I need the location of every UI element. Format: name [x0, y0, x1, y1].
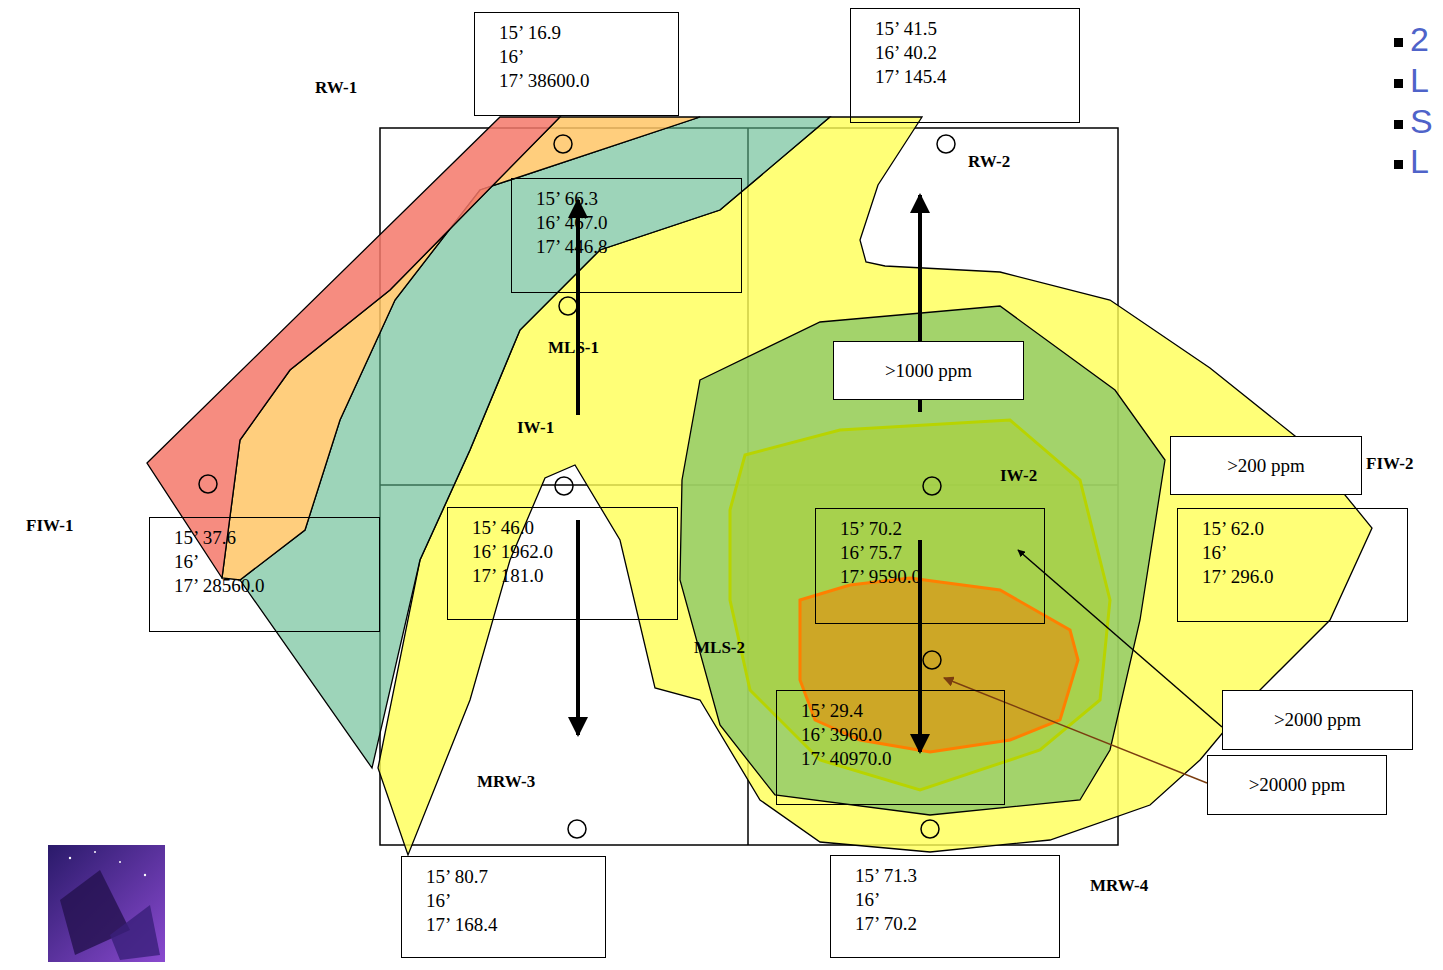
sample-data-box: 15’ 37.616’17’ 28560.0	[149, 517, 380, 632]
well-label: MRW-3	[477, 772, 535, 792]
depth-reading: 16’ 1962.0	[472, 540, 665, 564]
plume-contours	[147, 117, 1372, 855]
well-label: MRW-4	[1090, 876, 1148, 896]
sample-data-box: 15’ 41.516’ 40.217’ 145.4	[850, 8, 1080, 123]
depth-reading: 16’	[499, 45, 666, 69]
well-label: FIW-1	[26, 516, 74, 536]
bullet-text: L	[1410, 61, 1429, 100]
depth-reading: 16’	[1202, 541, 1395, 565]
depth-reading: 16’ 467.0	[536, 211, 729, 235]
orange-core	[800, 578, 1078, 752]
depth-reading: 15’ 62.0	[1202, 517, 1395, 541]
bullet-text: S	[1410, 102, 1433, 141]
sample-data-box: 15’ 80.716’17’ 168.4	[401, 856, 606, 958]
depth-reading: 15’ 16.9	[499, 21, 666, 45]
bullet-text: 2	[1410, 20, 1429, 59]
depth-reading: 17’ 181.0	[472, 564, 665, 588]
well-label: MLS-1	[548, 338, 599, 358]
depth-reading: 17’ 38600.0	[499, 69, 666, 93]
depth-reading: 17’ 70.2	[855, 912, 1047, 936]
depth-reading: 17’ 28560.0	[174, 574, 367, 598]
well-label: FIW-2	[1366, 454, 1414, 474]
depth-reading: 15’ 71.3	[855, 864, 1047, 888]
depth-reading: 16’ 75.7	[840, 541, 1032, 565]
callout-text: >20000 ppm	[1249, 773, 1346, 797]
leader-arrow	[944, 678, 1207, 783]
green-plume	[680, 306, 1165, 815]
sample-data-box: 15’ 66.316’ 467.017’ 446.8	[511, 178, 742, 293]
well-label: IW-1	[517, 418, 554, 438]
sample-data-box: 15’ 46.016’ 1962.017’ 181.0	[447, 507, 678, 620]
depth-reading: 16’ 3960.0	[801, 723, 992, 747]
bullet-marks	[1394, 38, 1403, 169]
sample-data-box: 15’ 62.016’17’ 296.0	[1177, 508, 1408, 622]
depth-reading: 15’ 80.7	[426, 865, 593, 889]
depth-reading: 16’ 40.2	[875, 41, 1067, 65]
sample-data-box: 15’ 29.416’ 3960.017’ 40970.0	[776, 690, 1005, 805]
logo-icon	[48, 845, 165, 962]
red-plume	[147, 117, 560, 578]
lime-plume	[730, 420, 1110, 790]
concentration-callout: >2000 ppm	[1222, 690, 1413, 750]
callout-text: >2000 ppm	[1274, 708, 1361, 732]
well-label: IW-2	[1000, 466, 1037, 486]
depth-reading: 17’ 296.0	[1202, 565, 1395, 589]
depth-reading: 16’	[174, 550, 367, 574]
callout-text: >1000 ppm	[885, 359, 972, 383]
depth-reading: 16’	[426, 889, 593, 913]
depth-reading: 15’ 46.0	[472, 516, 665, 540]
depth-reading: 15’ 70.2	[840, 517, 1032, 541]
concentration-callout: >1000 ppm	[833, 341, 1024, 400]
depth-reading: 17’ 446.8	[536, 235, 729, 259]
bullet-text: L	[1410, 142, 1429, 181]
leader-arrow	[1018, 550, 1222, 727]
depth-reading: 15’ 41.5	[875, 17, 1067, 41]
concentration-callout: >20000 ppm	[1207, 755, 1387, 815]
sample-data-box: 15’ 70.216’ 75.717’ 9590.0	[815, 508, 1045, 624]
well-label: RW-2	[968, 152, 1010, 172]
sample-data-box: 15’ 16.916’17’ 38600.0	[474, 12, 679, 116]
depth-reading: 15’ 66.3	[536, 187, 729, 211]
depth-reading: 17’ 9590.0	[840, 565, 1032, 589]
sample-data-box: 15’ 71.316’17’ 70.2	[830, 855, 1060, 958]
depth-reading: 15’ 37.6	[174, 526, 367, 550]
callout-text: >200 ppm	[1227, 454, 1305, 478]
depth-reading: 17’ 168.4	[426, 913, 593, 937]
well-label: MLS-2	[694, 638, 745, 658]
depth-reading: 16’	[855, 888, 1047, 912]
well-label: RW-1	[315, 78, 357, 98]
depth-reading: 15’ 29.4	[801, 699, 992, 723]
flow-arrows	[578, 195, 920, 752]
depth-reading: 17’ 145.4	[875, 65, 1067, 89]
concentration-callout: >200 ppm	[1170, 436, 1362, 495]
depth-reading: 17’ 40970.0	[801, 747, 992, 771]
